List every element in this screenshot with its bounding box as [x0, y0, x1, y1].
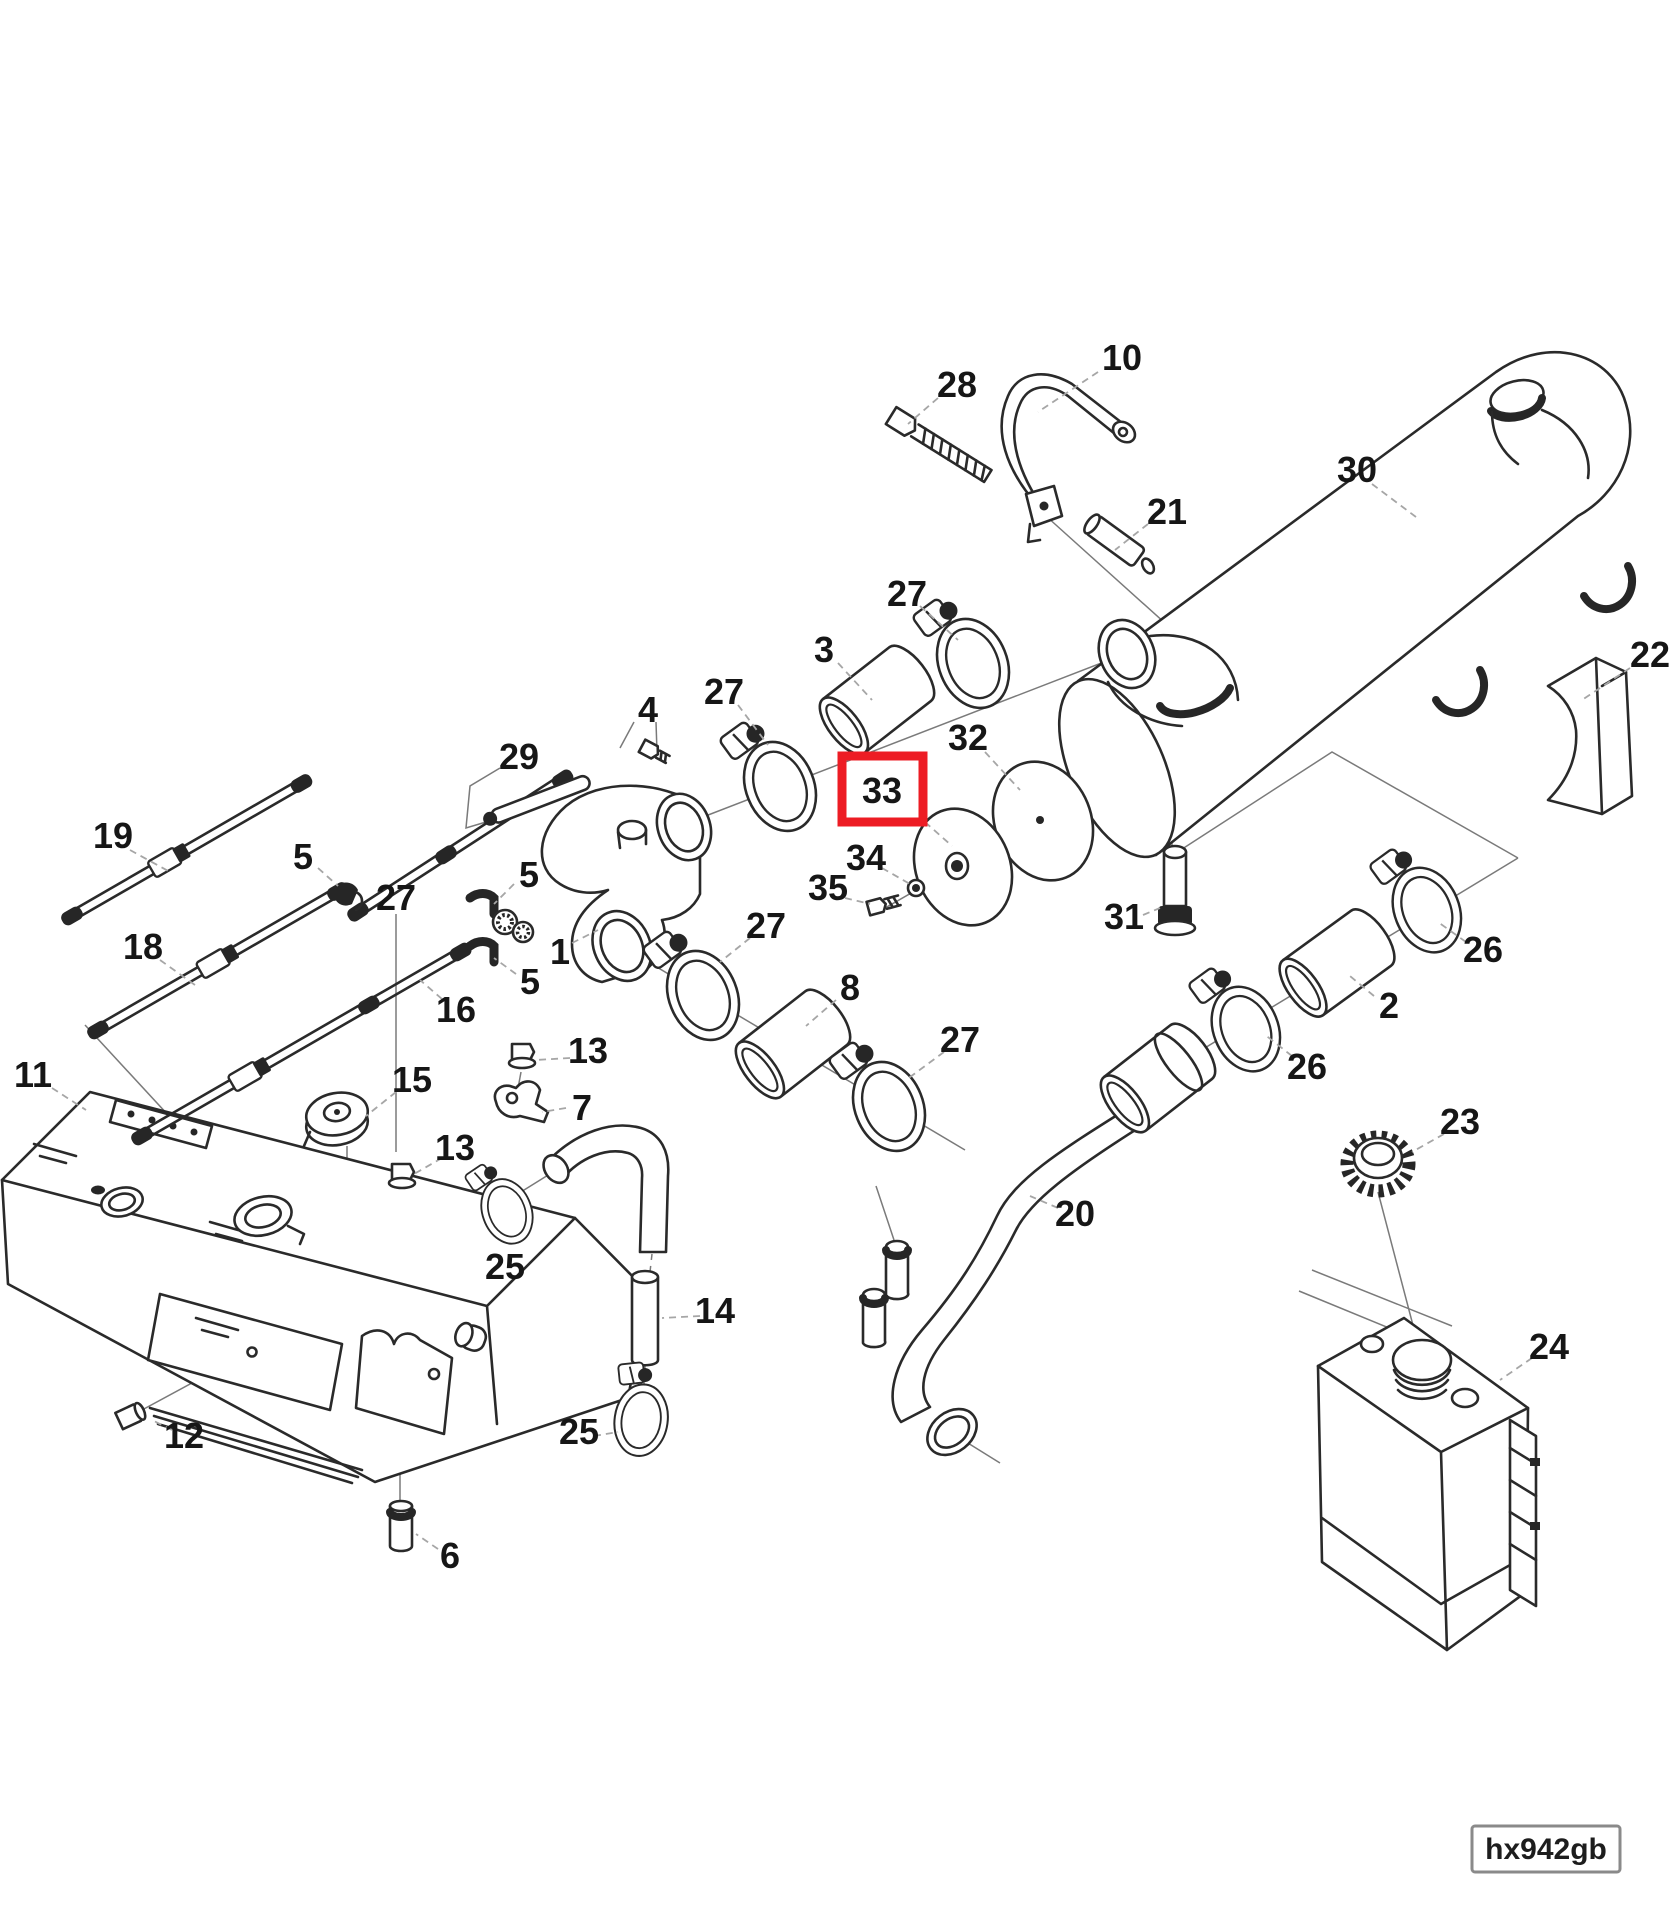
bracket-22 [1546, 656, 1634, 816]
callout-21: 21 [1147, 491, 1187, 532]
tube-14 [630, 1269, 660, 1367]
fuel-tank-11 [0, 1090, 650, 1485]
clip-5a [334, 882, 358, 906]
pipe-chain-right [1183, 831, 1475, 1085]
baffle-discs [865, 760, 1095, 927]
callout-27: 27 [887, 573, 927, 614]
callout-30: 30 [1337, 449, 1377, 490]
callout-22: 22 [1630, 634, 1670, 675]
vent-hose-group [461, 1124, 677, 1461]
bolt-4 [637, 738, 671, 765]
callout-20: 20 [1055, 1193, 1095, 1234]
callout-5: 5 [293, 836, 313, 877]
callout-25: 25 [559, 1411, 599, 1452]
bracket-7 [493, 1080, 550, 1124]
callout-27: 27 [704, 671, 744, 712]
callout-35: 35 [808, 867, 848, 908]
leader-lines [51, 371, 1631, 1550]
callout-3: 3 [814, 629, 834, 670]
callout-27: 27 [376, 877, 416, 918]
callout-26: 26 [1287, 1046, 1327, 1087]
elbow-5c [465, 937, 499, 967]
cap-15 [302, 1091, 370, 1148]
callout-11: 11 [14, 1054, 52, 1095]
fuel-line-rods [58, 767, 591, 1148]
callout-26: 26 [1463, 929, 1503, 970]
figure-code-box: hx942gb [1470, 1824, 1622, 1874]
highlighted-callout-33[interactable]: 33 [862, 770, 902, 811]
callout-2: 2 [1379, 985, 1399, 1026]
plug-6 [386, 1499, 416, 1553]
vent-stub [882, 1239, 912, 1301]
callout-8: 8 [840, 967, 860, 1008]
callout-27: 27 [940, 1019, 980, 1060]
callout-24: 24 [1529, 1326, 1569, 1367]
bolt-13a [507, 1042, 537, 1070]
callout-34: 34 [846, 837, 886, 878]
callout-31: 31 [1104, 896, 1144, 937]
callout-14: 14 [695, 1290, 735, 1331]
callout-28: 28 [937, 364, 977, 405]
highlight-box-33[interactable]: 33 [837, 751, 928, 827]
callout-13: 13 [435, 1127, 475, 1168]
callout-27: 27 [746, 905, 786, 946]
bolt-12 [114, 1401, 147, 1431]
callout-1: 1 [550, 931, 570, 972]
callout-4: 4 [638, 689, 658, 730]
callout-15: 15 [392, 1059, 432, 1100]
strap-10 [1000, 373, 1137, 544]
bolt-13b [387, 1162, 417, 1190]
elbow-duct-1 [540, 738, 713, 984]
callout-5: 5 [519, 854, 539, 895]
strap-mount-group [884, 373, 1156, 575]
vent-stub [859, 1287, 889, 1349]
bolt-35 [865, 894, 902, 917]
callout-23: 23 [1440, 1101, 1480, 1142]
highlight-rect[interactable] [837, 751, 928, 827]
elbow-5b [465, 889, 499, 919]
callout-16: 16 [436, 989, 476, 1030]
pipe-chain-lower [637, 912, 940, 1166]
callout-6: 6 [440, 1535, 460, 1576]
hose-29 [483, 774, 591, 826]
callout-7: 7 [572, 1087, 592, 1128]
figure-code: hx942gb [1485, 1833, 1607, 1866]
cap-23 [1340, 1130, 1416, 1198]
callout-18: 18 [123, 926, 163, 967]
callout-10: 10 [1102, 337, 1142, 378]
callout-13: 13 [568, 1030, 608, 1071]
hose-20 [859, 1014, 1226, 1457]
callout-12: 12 [164, 1415, 204, 1456]
callout-19: 19 [93, 815, 133, 856]
bolt-31 [1153, 844, 1197, 937]
small-hardware [114, 1042, 550, 1553]
callout-labels: 10 28 21 30 22 27 3 27 4 29 32 34 35 31 … [14, 337, 1670, 1576]
reservoir-tank-24 [1316, 1316, 1540, 1652]
spacer-21 [1083, 513, 1146, 567]
callout-32: 32 [948, 717, 988, 758]
callout-29: 29 [499, 736, 539, 777]
callout-25: 25 [485, 1246, 525, 1287]
callout-5: 5 [520, 961, 540, 1002]
bolt-28 [884, 405, 993, 484]
